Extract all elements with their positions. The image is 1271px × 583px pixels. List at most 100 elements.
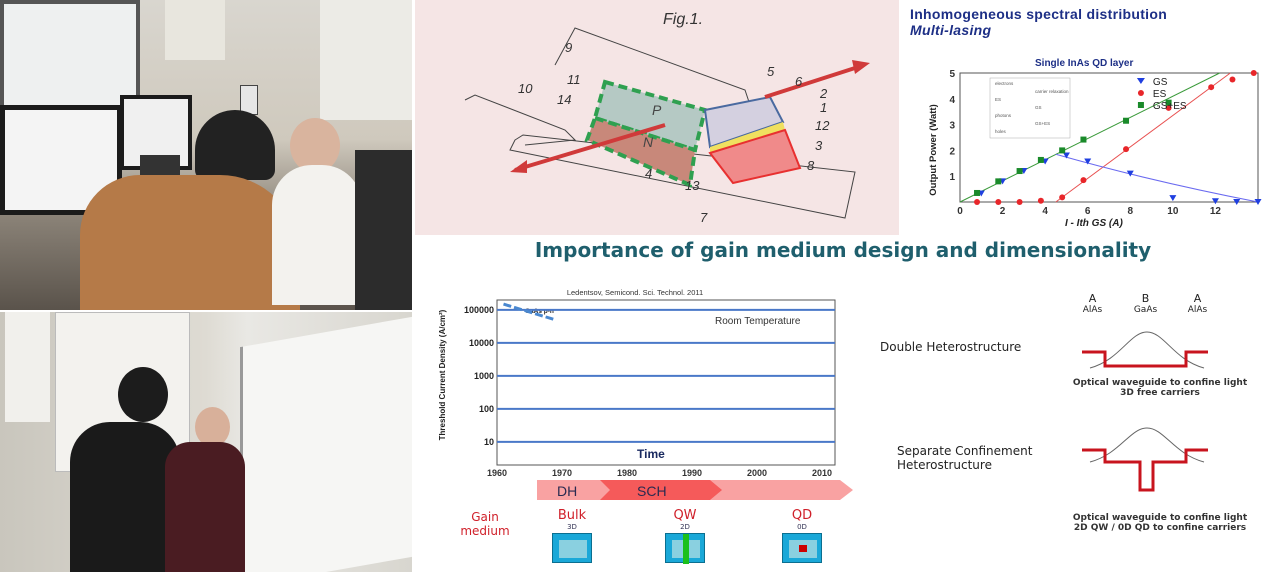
y-tick-label: 10000 — [469, 338, 494, 348]
data-point-es — [1208, 84, 1215, 91]
y-tick-label: 3 — [949, 121, 955, 132]
sch-label-line: Separate Confinement — [897, 444, 1033, 458]
y-tick-label: 5 — [949, 69, 955, 80]
dimension-label: 3D — [567, 523, 577, 531]
layer-letter: B — [1141, 292, 1150, 305]
window — [0, 0, 140, 110]
legend-label: GS — [1153, 77, 1168, 88]
whiteboard — [240, 316, 412, 572]
y-tick-label: 100 — [479, 404, 494, 414]
chart-title: Ledentsov, Semicond. Sci. Technol. 2011 — [567, 288, 703, 297]
caption-line: 3D free carriers — [1120, 388, 1200, 398]
x-tick-label: 1960 — [487, 468, 507, 478]
data-point-gs — [1084, 158, 1092, 165]
data-point-gs-es — [1123, 117, 1130, 124]
person-hair — [118, 367, 168, 422]
data-point-es — [1165, 104, 1172, 111]
ref-number: 3 — [815, 138, 823, 153]
x-tick-label: 1990 — [682, 468, 702, 478]
gain-label-line1: Gain — [471, 510, 499, 524]
lab-photo-whiteboard — [0, 312, 412, 572]
data-point-es — [1123, 146, 1130, 153]
x-tick-label: 4 — [1042, 206, 1048, 217]
data-point-gs — [1126, 170, 1134, 177]
x-tick-label: 8 — [1128, 206, 1134, 217]
caption-line: Optical waveguide to confine light — [1072, 513, 1248, 523]
data-point-es — [1229, 76, 1236, 83]
caption-line: Optical waveguide to confine light — [1072, 378, 1248, 388]
data-point-gs — [1254, 199, 1262, 205]
layer-letter: A — [1088, 292, 1097, 305]
legend-marker — [1137, 90, 1144, 96]
ref-number: 9 — [565, 40, 572, 55]
panel-title: Inhomogeneous spectral distribution — [910, 6, 1168, 22]
lab-photo-desk — [0, 0, 412, 310]
y-tick-label: 10 — [484, 437, 494, 447]
quantum-dot — [799, 545, 807, 552]
ref-number: 5 — [767, 64, 775, 79]
layer-material: AlAs — [1082, 305, 1103, 315]
y-tick-label: 1 — [949, 172, 955, 183]
layer-material: AlAs — [1187, 305, 1208, 315]
timeline-label-dh: DH — [557, 483, 577, 499]
legend-label: GS+ES — [1153, 101, 1187, 112]
data-point-gs — [1169, 195, 1177, 202]
person-hair — [195, 110, 275, 180]
x-tick-label: 2010 — [812, 468, 832, 478]
wall-poster — [320, 0, 412, 120]
active-layer — [710, 122, 785, 153]
person-head — [195, 407, 230, 447]
inset-label: carrier relaxation — [1035, 89, 1069, 94]
layer-letter: A — [1193, 292, 1202, 305]
x-tick-label: 2000 — [747, 468, 767, 478]
ref-number: 1 — [820, 100, 827, 115]
qd-panel: Inhomogeneous spectral distribution Mult… — [900, 0, 1271, 232]
person-shirt — [272, 165, 362, 305]
person-sweater — [80, 175, 300, 310]
arrow-head — [852, 60, 870, 74]
timeline-arrow-dh — [537, 480, 605, 500]
dh-label: Double Heterostructure — [880, 340, 1022, 354]
person-jacket — [70, 422, 180, 572]
ref-number: 7 — [700, 210, 708, 225]
data-point-gs-es — [1165, 99, 1172, 106]
patent-figure: Fig.1. P N 9 10 11 14 5 6 2 1 12 3 8 13 … — [415, 0, 899, 235]
inset-label: GS — [1035, 105, 1042, 110]
band-profile-sch — [1082, 448, 1208, 492]
monitor-left — [0, 105, 122, 215]
gain-medium-name: Bulk — [557, 508, 587, 523]
ref-number: 8 — [807, 158, 815, 173]
plot-frame — [959, 72, 1259, 203]
gain-label-line2: medium — [460, 524, 510, 538]
cube-face — [559, 540, 587, 558]
contact-strip-left — [464, 94, 577, 146]
data-point-gs-es — [974, 189, 981, 196]
data-point-es — [1250, 70, 1257, 76]
data-point-gs-es — [1037, 156, 1044, 163]
ref-number: 6 — [795, 74, 803, 89]
data-point-es — [995, 199, 1002, 205]
curve-label: GaAs p-n — [525, 308, 554, 315]
panel-subtitle: Multi-lasing — [910, 22, 992, 38]
person-sweater — [165, 442, 245, 572]
optical-mode-sch — [1089, 427, 1205, 463]
y-tick-label: 100000 — [464, 305, 494, 315]
fit-line-gs — [1055, 153, 1259, 203]
gain-medium-name: QW — [673, 508, 697, 523]
data-point-es — [974, 199, 981, 205]
caption-line: 2D QW / 0D QD to confine carriers — [1073, 523, 1247, 533]
x-tick-label: 0 — [957, 206, 963, 217]
gaas-pn-curve — [503, 302, 556, 322]
timeline: DH SCH — [537, 480, 853, 500]
y-axis-label: Threshold Current Density (A/cm²) — [438, 309, 447, 440]
chart-title: Single InAs QD layer — [1035, 58, 1133, 69]
